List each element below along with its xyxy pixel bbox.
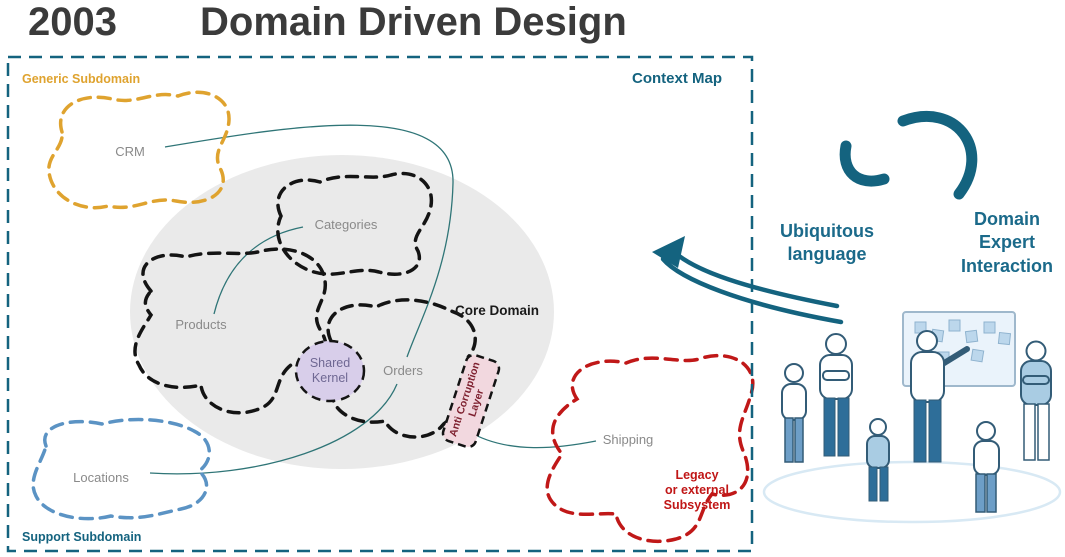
curved-hook-arrow-icon [839,110,978,200]
orders-blob [318,298,491,439]
support-subdomain-blob [31,417,211,521]
context-map-title: Context Map [632,70,722,87]
arrowhead [652,236,685,268]
connector-crm-orders [164,124,454,358]
people-illustration [762,311,1062,524]
person-figure [973,421,1000,513]
anti-corruption-layer-box [441,353,501,449]
connector-categories-products [213,226,304,315]
node-label-locations: Locations [73,470,129,485]
double-curve-arrow-icon [652,236,844,325]
connector-lines [149,124,597,475]
ubiquitous-language-label: Ubiquitous language [780,221,874,265]
connector-acl-shipping [467,430,597,449]
core-domain-label: Core Domain [454,303,539,318]
generic-subdomain-label: Generic Subdomain [22,72,141,86]
legacy-subsystem-label: Legacy or external Subsystem [663,468,731,512]
node-label-products: Products [175,317,227,332]
sticky-note [997,331,1012,346]
legacy-subsystem-blob [545,353,755,544]
title-year: 2003 [28,0,117,44]
sticky-note [970,348,985,363]
shared-kernel-ellipse [294,339,366,403]
node-label-shipping: Shipping [602,432,654,447]
context-map-border [6,55,754,553]
sticky-note [964,329,979,344]
node-label-orders: Orders [383,363,423,378]
node-label-categories: Categories [314,217,378,232]
connector-orders-locations [149,383,398,475]
page-title: Domain Driven Design [200,0,627,44]
person-figure [910,330,970,463]
person-figure [1020,340,1052,461]
node-label-shared-kernel: Shared Kernel [309,356,351,385]
node-label-crm: CRM [115,144,145,159]
support-subdomain-label: Support Subdomain [22,530,142,544]
person-figure [781,363,807,463]
ground-ellipse [762,460,1062,524]
person-figure [866,418,890,502]
person-figure [819,333,853,457]
sticky-note [948,319,961,332]
domain-expert-interaction-label: Domain Expert Interaction [960,209,1053,276]
generic-subdomain-blob [47,90,231,210]
sticky-note [983,321,996,334]
categories-blob [276,171,434,276]
